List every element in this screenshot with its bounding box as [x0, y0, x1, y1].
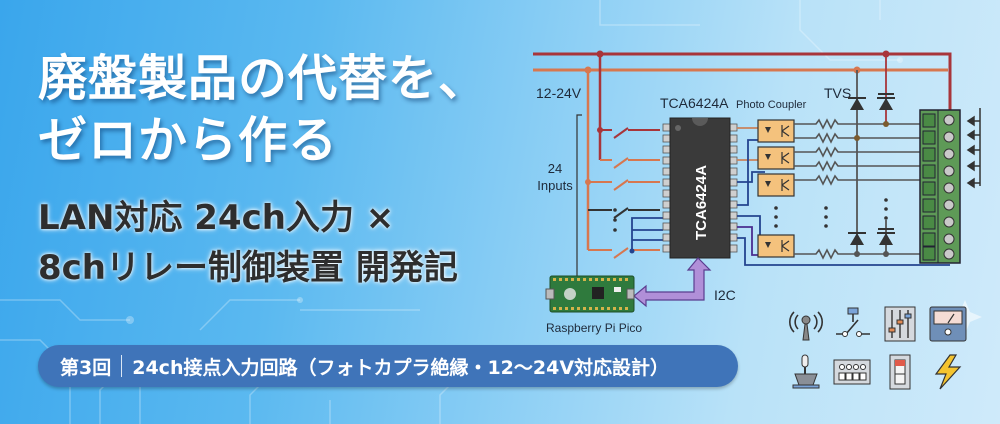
main-title-line-2: ゼロから作る [38, 112, 339, 169]
chip-body-label: TCA6424A [693, 165, 710, 240]
switch-icon [836, 307, 870, 337]
tvs-diodes [848, 93, 895, 245]
tvs-label: TVS [824, 85, 851, 101]
inputs-count-label: 24 [548, 161, 562, 176]
photocoupler-label: Photo Coupler [736, 99, 807, 111]
antenna-icon [789, 311, 823, 341]
inputs-text-label: Inputs [537, 178, 573, 193]
chip-pins-right [729, 123, 738, 253]
slider-panel-icon [884, 306, 916, 342]
joystick-icon [792, 354, 820, 389]
main-title: 廃盤製品の代替を、 ゼロから作る [38, 48, 488, 172]
power-rails [533, 52, 952, 115]
voltage-label: 12-24V [536, 85, 582, 101]
subtitle-line-2: 8chリレー制御装置 開発記 [38, 248, 458, 288]
photocouplers [757, 119, 795, 258]
subtitle: LAN対応 24ch入力 × 8chリレー制御装置 開発記 [38, 193, 458, 293]
subtitle-line-1: LAN対応 24ch入力 × [38, 198, 395, 238]
chip-pins-left [662, 123, 671, 253]
terminal-block [919, 109, 961, 264]
pico-label: Raspberry Pi Pico [546, 321, 642, 335]
toggle-switch-icon [889, 354, 911, 390]
episode-divider [121, 355, 123, 377]
i2c-label: I2C [714, 287, 736, 303]
terminal-block-icon [833, 359, 871, 385]
episode-topic: 24ch接点入力回路（フォトカプラ絶縁・12〜24V対応設計） [132, 356, 670, 379]
main-title-line-1: 廃盤製品の代替を、 [38, 50, 489, 107]
raspberry-pi-pico-board [545, 275, 635, 313]
lightning-icon [934, 354, 962, 390]
i2c-arrow [633, 257, 712, 308]
chip-label: TCA6424A [660, 95, 729, 111]
tca6424a-chip [669, 117, 731, 259]
episode-badge: 第3回 24ch接点入力回路（フォトカプラ絶縁・12〜24V対応設計） [38, 345, 738, 387]
resistors [794, 118, 920, 260]
device-icons [786, 306, 976, 406]
episode-number: 第3回 [60, 356, 112, 379]
input-switches [588, 127, 660, 259]
meter-icon [929, 306, 967, 342]
circuit-diagram: 12-24V 24 Inputs TCA6424A [533, 50, 981, 335]
